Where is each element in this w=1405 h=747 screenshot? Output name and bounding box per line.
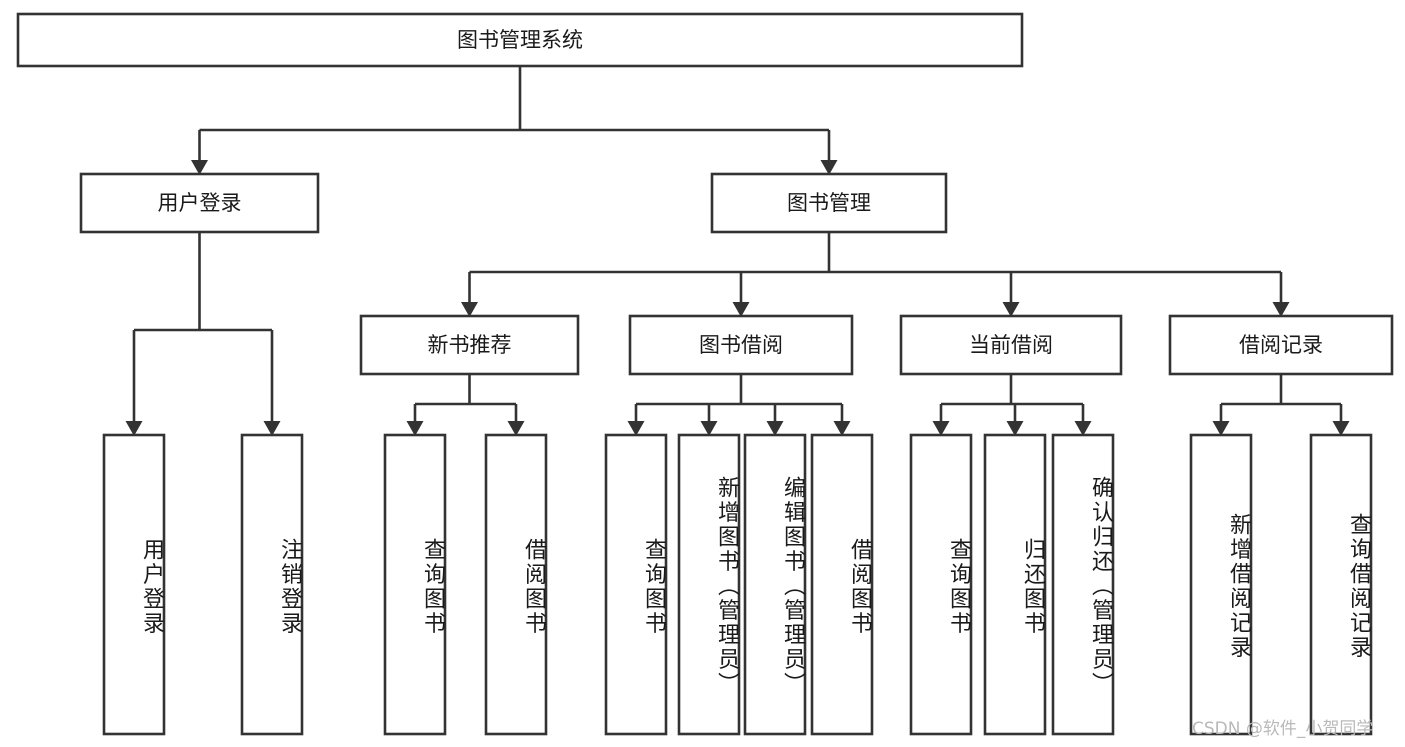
node-book-manage-label: 图书管理 [787, 191, 871, 215]
arrow-head-icon-leaf-logout [263, 421, 281, 436]
leaf-box-leaf-confirm-return[interactable] [1051, 433, 1115, 736]
node-book-manage-rect[interactable] [710, 172, 948, 234]
arrow-head-icon-leaf-add-record [1212, 421, 1230, 436]
leaf-box-leaf-borrow-book-1[interactable] [484, 433, 548, 736]
leaf-box-leaf-return-book[interactable] [983, 433, 1047, 736]
leaf-label-leaf-query-record: 查询借阅记录 [1346, 513, 1371, 660]
leaf-label-leaf-add-record: 新增借阅记录 [1226, 513, 1251, 660]
node-borrow-record-rect[interactable] [1168, 314, 1394, 376]
node-book-manage[interactable]: 图书管理 [710, 172, 948, 234]
node-new-book-rec-label: 新书推荐 [428, 333, 512, 357]
arrow-head-icon-leaf-return-book [1006, 421, 1024, 436]
arrow-head-icon-leaf-query-book-2 [627, 421, 645, 436]
leaf-box-leaf-query-record[interactable] [1309, 433, 1373, 736]
arrow-head-icon-leaf-query-record [1332, 421, 1350, 436]
arrow-head-icon-leaf-confirm-return [1074, 421, 1092, 436]
leaf-label-leaf-borrow-book-1: 借阅图书 [521, 537, 546, 636]
arrow-head-icon-book-borrow [732, 302, 750, 317]
arrow-head-icon-borrow-record [1272, 302, 1290, 317]
arrow-head-icon-user-login [191, 160, 208, 175]
arrow-head-icon-leaf-user-login [125, 421, 143, 436]
node-root-label: 图书管理系统 [457, 28, 583, 52]
arrow-head-icon-book-manage [820, 160, 838, 175]
arrow-head-icon-leaf-add-book [700, 421, 718, 436]
leaf-label-leaf-user-login: 用户登录 [139, 537, 164, 636]
leaf-box-leaf-logout[interactable] [240, 433, 304, 736]
leaf-label-leaf-logout: 注销登录 [277, 537, 302, 636]
leaf-label-leaf-borrow-book-2: 借阅图书 [847, 537, 872, 636]
leaf-box-leaf-add-record[interactable] [1189, 433, 1253, 736]
node-book-borrow-label: 图书借阅 [699, 333, 783, 357]
node-user-login-label: 用户登录 [158, 191, 242, 215]
node-borrow-record-label: 借阅记录 [1239, 333, 1323, 357]
leaf-box-leaf-borrow-book-2[interactable] [810, 433, 874, 736]
arrow-head-icon-new-book-rec [461, 302, 478, 317]
node-root-rect[interactable] [16, 12, 1024, 68]
node-current-borrow-rect[interactable] [899, 314, 1123, 376]
node-new-book-rec[interactable]: 新书推荐 [359, 314, 580, 376]
node-user-login[interactable]: 用户登录 [79, 172, 320, 234]
node-book-borrow[interactable]: 图书借阅 [628, 314, 854, 376]
leaf-box-leaf-query-book-1[interactable] [383, 433, 447, 736]
node-new-book-rec-rect[interactable] [359, 314, 580, 376]
leaf-label-leaf-confirm-return: 确认归还（管理员） [1088, 476, 1113, 697]
node-borrow-record[interactable]: 借阅记录 [1168, 314, 1394, 376]
leaf-label-leaf-query-book-2: 查询图书 [641, 537, 666, 636]
leaf-box-leaf-query-book-3[interactable] [909, 433, 973, 736]
arrow-head-icon-leaf-borrow-book-1 [507, 421, 525, 436]
arrow-head-icon-current-borrow [1002, 302, 1020, 317]
arrow-head-icon-leaf-edit-book [766, 421, 784, 436]
leaf-label-leaf-edit-book: 编辑图书（管理员） [780, 476, 805, 697]
node-book-borrow-rect[interactable] [628, 314, 854, 376]
csdn-watermark: CSDN @软件_小贺同学 [1192, 719, 1374, 739]
leaf-label-leaf-return-book: 归还图书 [1020, 537, 1045, 636]
node-current-borrow[interactable]: 当前借阅 [899, 314, 1123, 376]
leaf-box-leaf-query-book-2[interactable] [604, 433, 668, 736]
node-user-login-rect[interactable] [79, 172, 320, 234]
node-current-borrow-label: 当前借阅 [969, 333, 1053, 357]
arrow-head-icon-leaf-borrow-book-2 [833, 421, 851, 436]
leaf-box-leaf-user-login[interactable] [102, 433, 166, 736]
arrow-head-icon-leaf-query-book-1 [406, 421, 424, 436]
leaf-box-leaf-add-book[interactable] [677, 433, 741, 736]
connectors-layer [125, 66, 1350, 436]
node-root[interactable]: 图书管理系统 [16, 12, 1024, 68]
leaf-label-leaf-add-book: 新增图书（管理员） [714, 476, 739, 697]
leaf-label-leaf-query-book-1: 查询图书 [420, 537, 445, 636]
leaf-label-leaf-query-book-3: 查询图书 [946, 537, 971, 636]
arrow-head-icon-leaf-query-book-3 [932, 421, 950, 436]
leaf-box-leaf-edit-book[interactable] [743, 433, 807, 736]
